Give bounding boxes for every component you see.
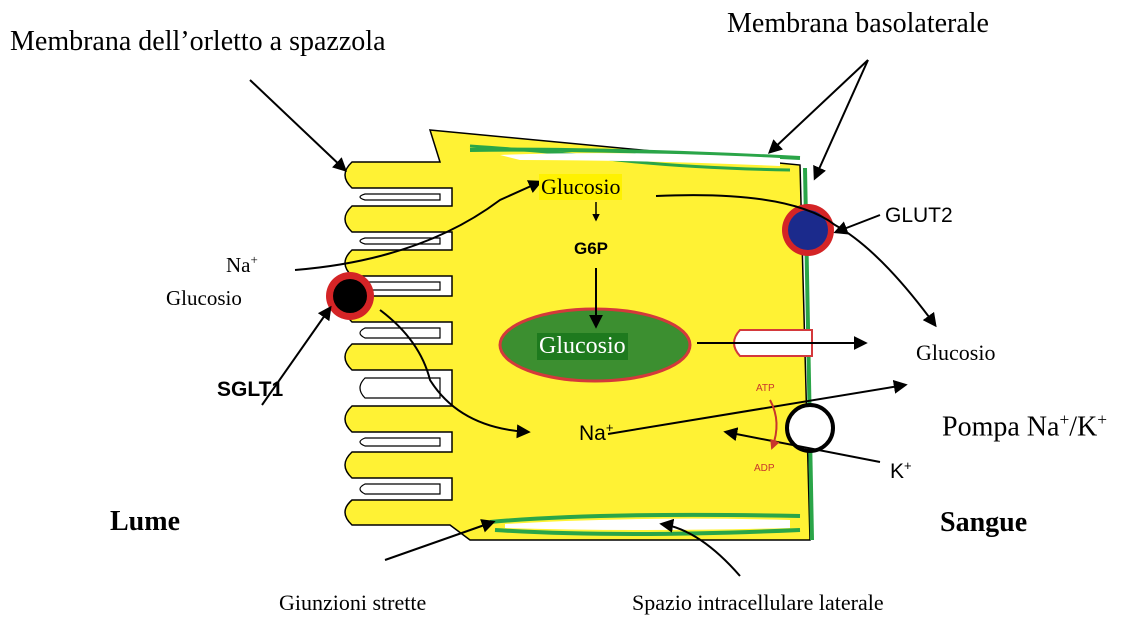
lateral-space-label: Spazio intracellulare laterale — [632, 590, 884, 616]
glucose-right-label: Glucosio — [916, 340, 995, 366]
g6p-label: G6P — [574, 239, 608, 259]
brush-border-label: Membrana dell’orletto a spazzola — [10, 26, 386, 58]
k-label: K+ — [890, 458, 912, 484]
na-k-pump-icon — [787, 405, 833, 451]
glucose-center-label: Glucosio — [537, 333, 628, 360]
na-k-pump-label: Pompa Na+/K+ — [942, 410, 1107, 443]
glucose-top-label: Glucosio — [539, 174, 622, 200]
glucose-left-label: Glucosio — [166, 286, 242, 311]
tight-junctions-label: Giunzioni strette — [279, 590, 426, 616]
lumen-label: Lume — [110, 506, 180, 538]
basolateral-label: Membrana basolaterale — [727, 8, 989, 40]
blood-label: Sangue — [940, 507, 1027, 539]
glut2-label: GLUT2 — [885, 204, 953, 228]
atp-label: ATP — [756, 383, 775, 394]
na-label-left: Na+ — [226, 252, 258, 278]
adp-label: ADP — [754, 463, 775, 474]
sglt1-label: SGLT1 — [217, 378, 283, 402]
na-label-center: Na+ — [579, 420, 613, 446]
